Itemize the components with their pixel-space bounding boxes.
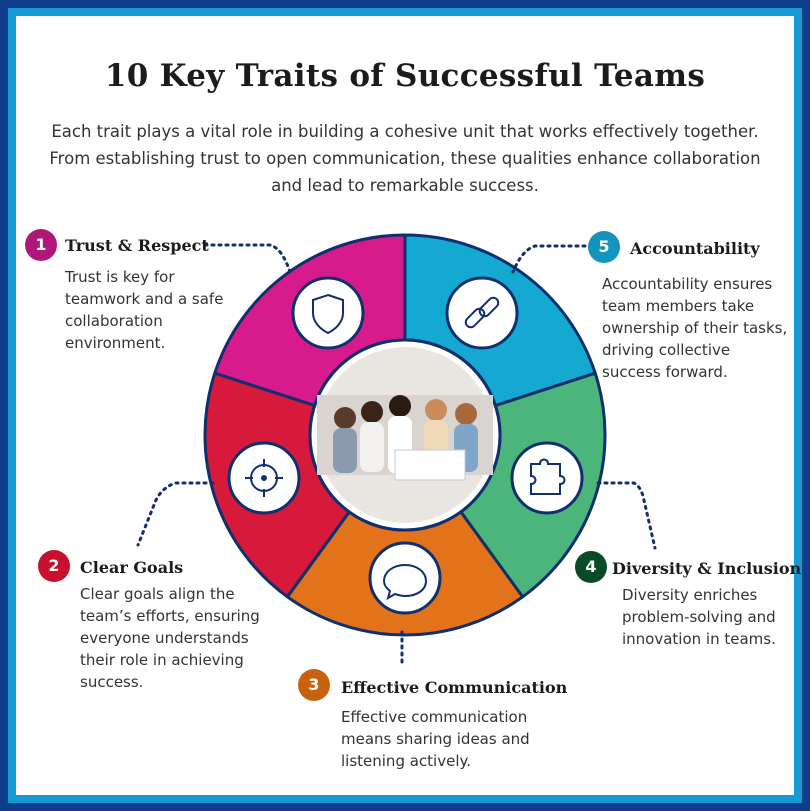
connector-diversity <box>596 481 657 550</box>
trait-title: Clear Goals <box>80 558 184 577</box>
chat-bubble-icon <box>382 563 428 601</box>
trait-title: Effective Communication <box>341 678 568 697</box>
chat-bubble-icon-badge <box>368 541 442 615</box>
connector-clear-goals <box>136 481 215 547</box>
trait-number-badge: 2 <box>38 550 70 582</box>
trait-title: Diversity & Inclusion <box>612 559 802 578</box>
page-title: 10 Key Traits of Successful Teams <box>104 58 706 94</box>
link-icon <box>464 296 500 329</box>
trait-number-badge: 3 <box>298 669 330 701</box>
connector-lines <box>136 243 657 666</box>
trait-description: Trust is key for teamwork and a safe col… <box>65 268 224 352</box>
trait-description: Accountability ensures team members take… <box>602 275 788 381</box>
connector-trust <box>203 243 292 274</box>
trait-number-badge: 4 <box>575 551 607 583</box>
target-icon-badge <box>227 441 301 515</box>
trait-description: Effective communication means sharing id… <box>341 708 530 770</box>
trait-number-badge: 1 <box>25 229 57 261</box>
shield-icon-badge <box>291 276 365 350</box>
trait-description: Diversity enriches problem-solving and i… <box>622 586 776 648</box>
link-icon-badge <box>445 276 519 350</box>
trait-number-badge: 5 <box>588 231 620 263</box>
team-photo <box>317 347 493 523</box>
target-icon <box>245 459 283 497</box>
connector-accountability <box>511 244 587 274</box>
trait-title: Trust & Respect <box>65 236 209 255</box>
puzzle-icon <box>530 458 566 495</box>
page-subtitle: Each trait plays a vital role in buildin… <box>49 122 761 195</box>
trait-title: Accountability <box>630 239 760 258</box>
trait-description: Clear goals align the team’s efforts, en… <box>80 585 260 691</box>
shield-icon <box>312 293 344 335</box>
puzzle-icon-badge <box>510 441 584 515</box>
